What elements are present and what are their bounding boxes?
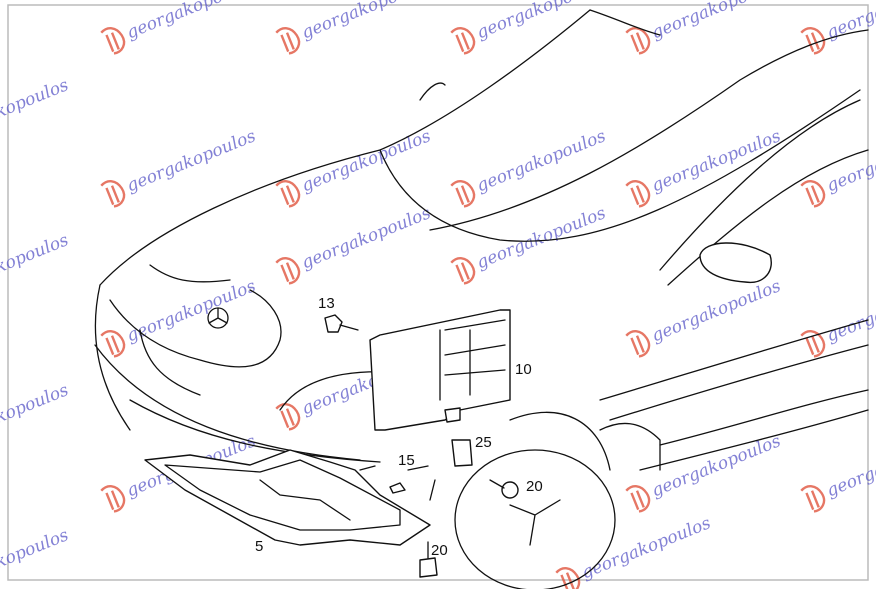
watermark-logo-icon — [275, 180, 301, 208]
watermark: georgakopoulos — [0, 75, 72, 145]
svg-text:georgakopoulos: georgakopoulos — [124, 126, 259, 196]
watermark-logo-icon — [275, 27, 301, 55]
watermark-logo-icon — [800, 485, 826, 513]
watermark-logo-icon — [625, 485, 651, 513]
watermark: georgakopoulos — [450, 126, 609, 208]
svg-text:georgakopoulos: georgakopoulos — [474, 126, 609, 196]
watermark-logo-icon — [800, 330, 826, 358]
svg-text:georgakopoulos: georgakopoulos — [299, 126, 434, 196]
callout-15: 15 — [398, 452, 415, 469]
watermark-logo-icon — [100, 330, 126, 358]
watermark-logo-icon — [275, 257, 301, 285]
callout-13: 13 — [318, 295, 335, 312]
watermark: georgakopoulos — [275, 203, 434, 285]
watermark-logo-icon — [800, 180, 826, 208]
svg-text:georgakopoulos: georgakopoulos — [299, 203, 434, 273]
watermark: georgakopoulos — [100, 276, 259, 358]
watermark: georgakopoulos — [275, 126, 434, 208]
watermark: georgakopoulos — [100, 126, 259, 208]
watermark: georgakopoulos — [275, 0, 434, 55]
callout-25: 25 — [475, 434, 492, 451]
svg-text:georgakopoulos: georgakopoulos — [0, 75, 72, 145]
fasteners — [324, 314, 519, 578]
svg-text:georgakopoulos: georgakopoulos — [124, 0, 259, 43]
svg-text:georgakopoulos: georgakopoulos — [649, 276, 784, 346]
watermark-logo-icon — [450, 180, 476, 208]
watermark-logo-icon — [625, 27, 651, 55]
watermark: georgakopoulos — [800, 0, 876, 55]
svg-text:georgakopoulos: georgakopoulos — [0, 230, 72, 300]
watermark: georgakopoulos — [0, 230, 72, 300]
part-10-bracket — [369, 309, 511, 431]
callout-5: 5 — [255, 538, 263, 555]
watermark: georgakopoulos — [625, 431, 784, 513]
callout-20-wheel: 20 — [526, 478, 543, 495]
watermark-logo-icon — [450, 27, 476, 55]
watermark: georgakopoulos — [450, 203, 609, 285]
watermark-logo-icon — [625, 330, 651, 358]
watermark: georgakopoulos — [555, 513, 714, 589]
watermark-logo-icon — [100, 485, 126, 513]
frame-border — [7, 4, 869, 581]
watermark: georgakopoulos — [800, 126, 876, 208]
callout-20-bottom: 20 — [431, 542, 448, 559]
watermark-logo-icon — [555, 567, 581, 589]
watermark-logo-icon — [625, 180, 651, 208]
svg-text:georgakopoulos: georgakopoulos — [649, 126, 784, 196]
watermark: georgakopoulos — [450, 0, 609, 55]
watermark: georgakopoulos — [625, 276, 784, 358]
car-outline — [94, 9, 869, 589]
watermark: georgakopoulos — [800, 431, 876, 513]
part-5-underbody-shield — [144, 449, 431, 546]
watermark-logo-icon — [275, 403, 301, 431]
svg-text:georgakopoulos: georgakopoulos — [649, 431, 784, 501]
callout-10: 10 — [515, 361, 532, 378]
callout-labels: 13 10 25 15 20 20 5 — [255, 295, 543, 559]
watermark-logo-icon — [100, 180, 126, 208]
watermark-logo-icon — [450, 257, 476, 285]
svg-text:georgakopoulos: georgakopoulos — [474, 0, 609, 43]
svg-text:georgakopoulos: georgakopoulos — [0, 380, 72, 450]
watermark: georgakopoulos — [0, 380, 72, 450]
svg-text:georgakopoulos: georgakopoulos — [299, 0, 434, 43]
svg-text:georgakopoulos: georgakopoulos — [579, 513, 714, 583]
watermark: georgakopoulos — [625, 0, 784, 55]
watermark-logo-icon — [800, 27, 826, 55]
watermark: georgakopoulos — [100, 0, 259, 55]
watermark-logo-icon — [100, 27, 126, 55]
svg-text:georgakopoulos: georgakopoulos — [649, 0, 784, 43]
